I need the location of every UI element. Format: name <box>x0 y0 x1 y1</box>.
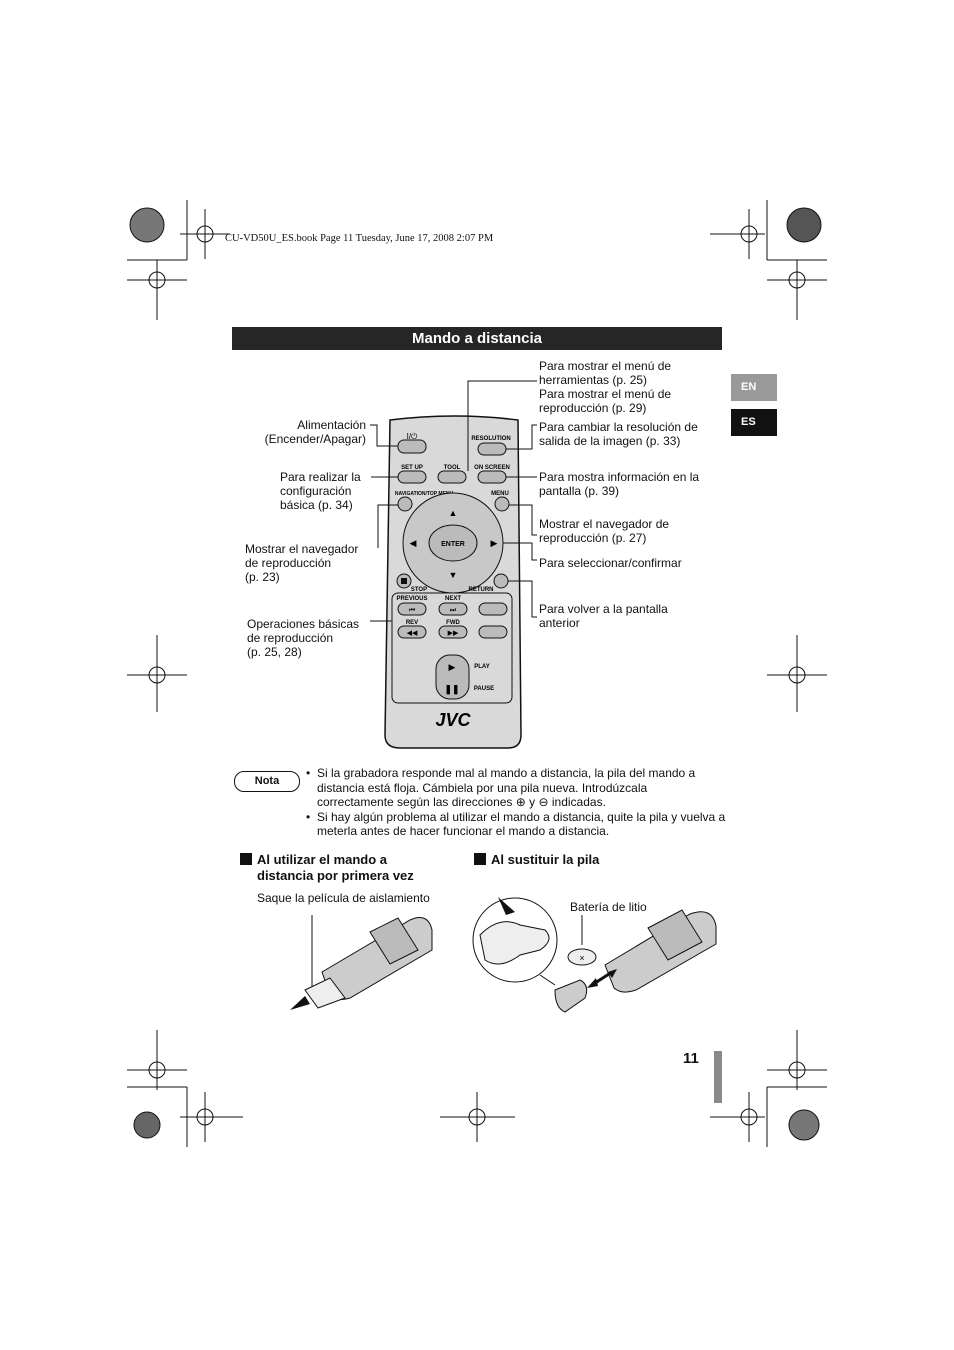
navigation-button[interactable] <box>397 496 413 512</box>
jvc-logo: JVC <box>435 710 471 730</box>
play-icon: ▶ <box>449 662 456 672</box>
tool-label: TOOL <box>444 465 461 471</box>
callout-lines <box>370 380 537 622</box>
section-battery-heading: Al sustituir la pila <box>474 852 674 868</box>
pause-label: PAUSE <box>474 686 494 692</box>
pause-icon: ❚❚ <box>444 684 459 695</box>
previous-icon: ⏮ <box>409 607 415 614</box>
rev-icon: ◀◀ <box>407 630 418 637</box>
setup-label: SET UP <box>401 465 423 471</box>
down-arrow-icon: ▼ <box>449 570 458 580</box>
page-title: Mando a distancia <box>232 327 722 350</box>
stop-icon <box>401 578 407 584</box>
menu-button[interactable] <box>494 496 510 512</box>
section-first-use-heading: Al utilizar el mando a distancia por pri… <box>240 852 460 884</box>
remote-insulation-illustration <box>290 915 433 1010</box>
previous-button[interactable] <box>397 602 427 616</box>
nota-list: Si la grabadora responde mal al mando a … <box>306 766 726 839</box>
previous-label: PREVIOUS <box>396 596 427 602</box>
nota-badge: Nota <box>234 771 300 792</box>
lang-tab-es[interactable]: ES <box>731 409 777 436</box>
rev-button[interactable] <box>397 625 427 639</box>
arrow-icon <box>290 996 310 1010</box>
skip-button[interactable] <box>478 602 508 616</box>
battery-caption: Batería de litio <box>570 900 647 914</box>
next-icon: ⏭ <box>450 607 457 614</box>
page-edge-bar <box>714 1051 722 1103</box>
on-screen-label: ON SCREEN <box>474 465 510 471</box>
callout-power: Alimentación(Encender/Apagar) <box>264 418 366 446</box>
square-bullet-icon <box>474 853 486 865</box>
lang-tab-en[interactable]: EN <box>731 374 777 401</box>
svg-text:×: × <box>579 953 584 963</box>
up-arrow-icon: ▲ <box>449 508 458 518</box>
right-arrow-icon: ▶ <box>491 538 498 548</box>
fwd-label: FWD <box>446 620 460 626</box>
nota-item: Si hay algún problema al utilizar el man… <box>306 810 726 839</box>
insulation-caption: Saque la película de aislamiento <box>257 891 430 905</box>
play-label: PLAY <box>474 664 489 670</box>
left-arrow-icon: ◀ <box>410 538 417 548</box>
power-label: I/⏻ <box>407 432 418 441</box>
play-pause-button[interactable] <box>435 654 470 700</box>
print-header: CU-VD50U_ES.book Page 11 Tuesday, June 1… <box>225 233 494 244</box>
next-label: NEXT <box>445 596 461 602</box>
page-number: 11 <box>683 1050 699 1067</box>
tool-button[interactable] <box>437 470 467 484</box>
registration-target <box>129 207 165 243</box>
stop-label: STOP <box>411 587 427 593</box>
enter-label: ENTER <box>441 541 465 548</box>
next-button[interactable] <box>438 602 468 616</box>
lithium-battery-icon <box>567 948 597 966</box>
menu-label: MENU <box>491 491 509 497</box>
callout-select-confirm: Para seleccionar/confirmar <box>539 556 682 570</box>
rev-label: REV <box>406 620 418 626</box>
navigation-label: NAVIGATION/TOP MENU <box>395 491 454 497</box>
enter-button[interactable] <box>428 524 478 562</box>
nota-item: Si la grabadora responde mal al mando a … <box>306 766 726 810</box>
battery-replacement-illustration: × <box>472 897 717 1013</box>
return-label: RETURN <box>469 587 494 593</box>
replay-button[interactable] <box>478 625 508 639</box>
resolution-label: RESOLUTION <box>471 436 510 442</box>
square-bullet-icon <box>240 853 252 865</box>
fwd-icon: ▶▶ <box>448 630 459 637</box>
remote-illustration: I/⏻ RESOLUTION SET UP TOOL ON SCREEN NAV… <box>384 415 522 749</box>
fwd-button[interactable] <box>438 625 468 639</box>
